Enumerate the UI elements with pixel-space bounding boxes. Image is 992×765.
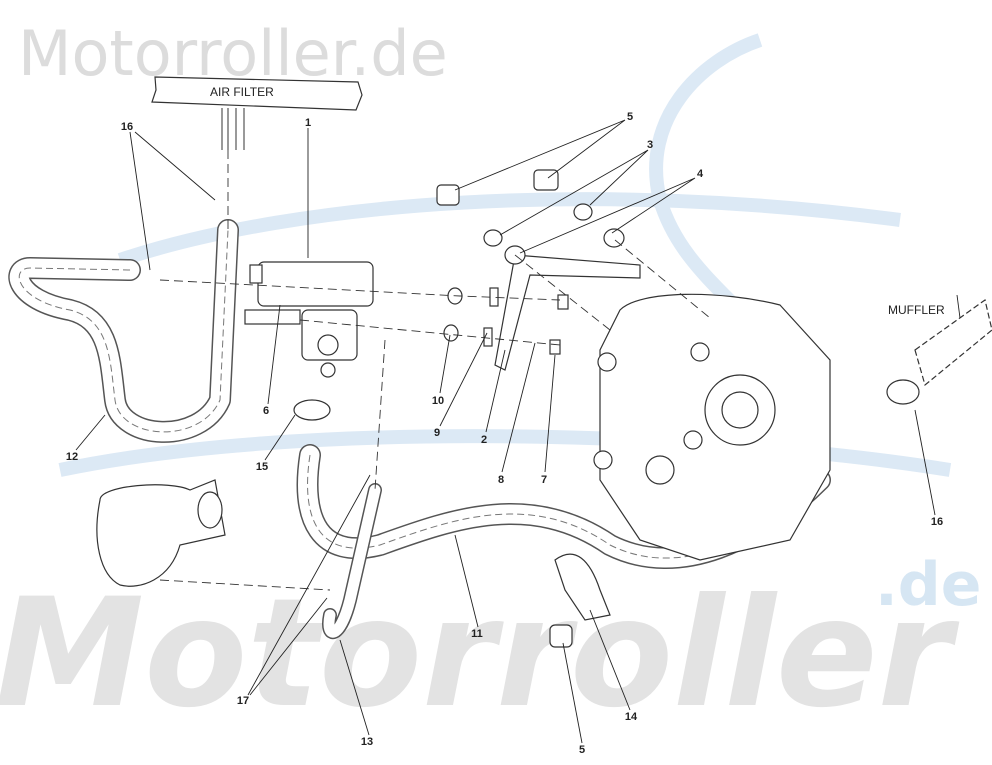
cylinder-head [593, 293, 831, 561]
clamp-16-right [886, 379, 920, 405]
clamp-15 [293, 399, 331, 421]
callout-14: 14 [625, 711, 638, 723]
air-filter-label: AIR FILTER [210, 85, 274, 99]
callout-7: 7 [541, 474, 547, 486]
callout-10: 10 [432, 395, 444, 407]
callout-16-right: 16 [931, 516, 943, 528]
callout-16-left: 16 [121, 121, 133, 133]
callout-12: 12 [66, 451, 78, 463]
leader-lines [75, 119, 961, 744]
callout-5-top: 5 [627, 111, 633, 123]
bracket-2 [494, 254, 641, 371]
watermark-bottom-suffix: .de [875, 550, 981, 620]
muffler-label: MUFFLER [888, 303, 945, 317]
callout-11: 11 [471, 628, 483, 640]
watermark-bottom: Motorroller [0, 567, 960, 741]
callout-5-bottom: 5 [579, 744, 585, 756]
washers-3-4 [443, 203, 625, 355]
clamp-14 [554, 553, 611, 621]
air-filter-box: AIR FILTER [151, 76, 363, 150]
intake-manifold [96, 479, 226, 587]
bolts-5 [436, 169, 573, 648]
callout-9: 9 [434, 427, 440, 439]
callout-8: 8 [498, 474, 504, 486]
callout-15: 15 [256, 461, 268, 473]
watermark-top: Motorroller.de [18, 17, 448, 90]
callout-6: 6 [263, 405, 269, 417]
callout-17: 17 [237, 695, 249, 707]
hose-12 [8, 219, 239, 443]
callout-13: 13 [361, 736, 373, 748]
callout-3: 3 [647, 139, 653, 151]
hose-13 [322, 483, 382, 640]
callout-4: 4 [697, 168, 704, 180]
muffler-pipe: MUFFLER [888, 298, 992, 387]
assembly-lines [159, 150, 711, 591]
callouts: 1 16 5 3 4 6 10 9 2 8 7 12 15 16 11 17 1… [66, 111, 943, 756]
air-valve-1 [244, 261, 374, 378]
callout-2: 2 [481, 434, 487, 446]
callout-1: 1 [305, 117, 311, 129]
